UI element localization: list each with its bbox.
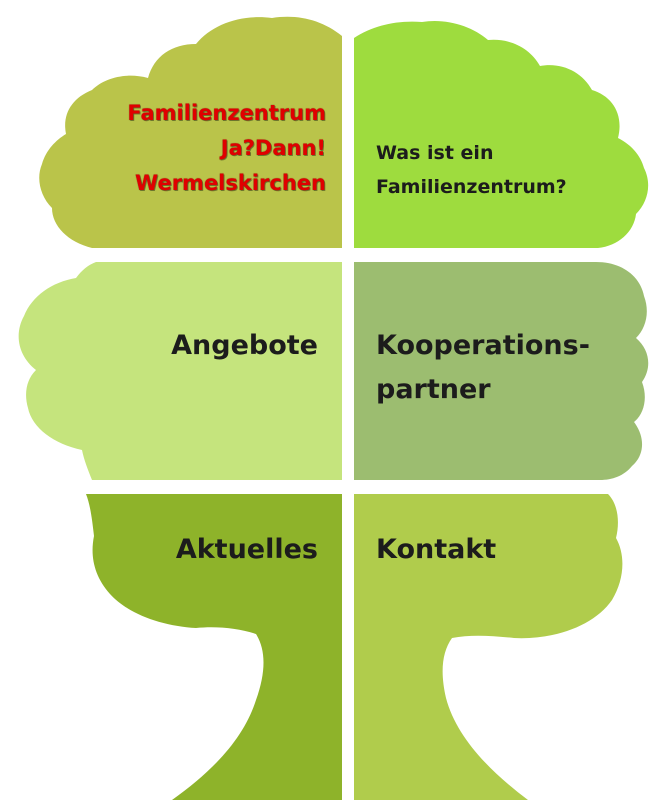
kooperationspartner-line-1: Kooperations- xyxy=(376,330,590,361)
site-title-line-3: Wermelskirchen xyxy=(135,171,326,195)
aktuelles-label: Aktuelles xyxy=(175,534,318,565)
kooperationspartner-line-2: partner xyxy=(376,374,491,405)
kontakt-label: Kontakt xyxy=(376,534,497,565)
site-title-line-2: Ja?Dann! xyxy=(220,136,326,160)
kontakt-link[interactable]: Kontakt xyxy=(376,528,496,572)
site-title[interactable]: Familienzentrum Ja?Dann! Wermelskirchen xyxy=(46,96,326,201)
tile-kooperationspartner[interactable] xyxy=(354,262,649,480)
site-title-line-1: Familienzentrum xyxy=(127,101,326,125)
tile-about[interactable] xyxy=(354,20,649,249)
tile-angebote[interactable] xyxy=(18,262,343,480)
angebote-label: Angebote xyxy=(171,330,318,361)
tile-kontakt[interactable] xyxy=(354,494,623,800)
about-link[interactable]: Was ist ein Familienzentrum? xyxy=(376,136,636,204)
about-link-line-1: Was ist ein xyxy=(376,142,494,164)
tile-home[interactable] xyxy=(39,16,343,248)
about-link-line-2: Familienzentrum? xyxy=(376,176,567,198)
kooperationspartner-link[interactable]: Kooperations- partner xyxy=(376,324,590,412)
aktuelles-link[interactable]: Aktuelles xyxy=(176,528,318,572)
tile-aktuelles[interactable] xyxy=(86,494,342,800)
angebote-link[interactable]: Angebote xyxy=(171,324,318,368)
